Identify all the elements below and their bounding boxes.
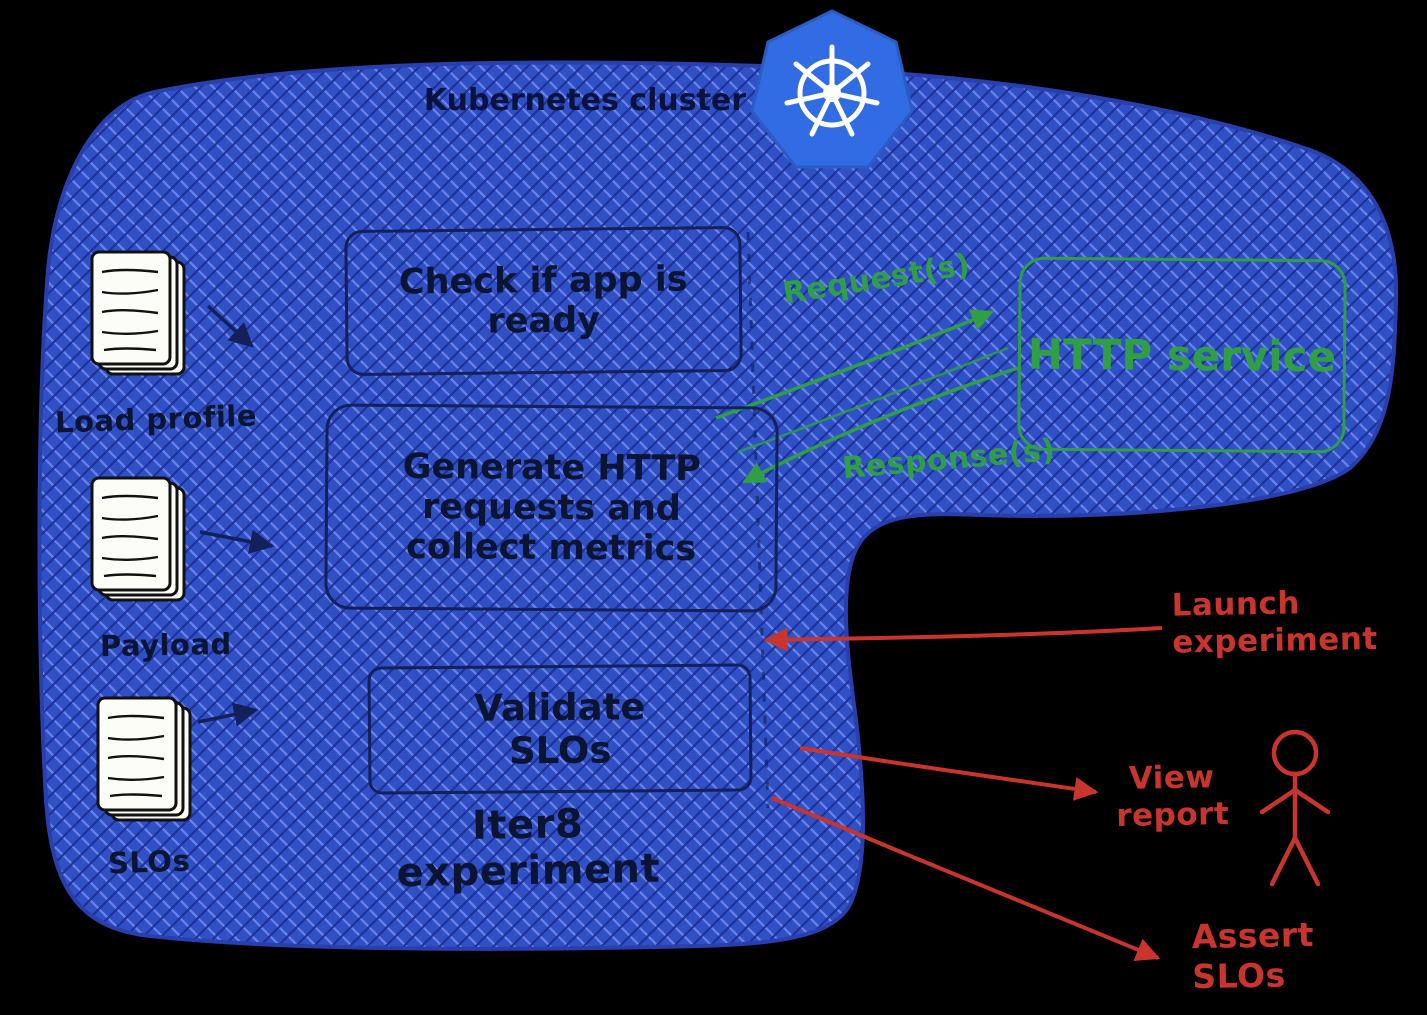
person-icon (1259, 729, 1331, 887)
task-box-check-ready: Check if app is ready (344, 225, 743, 377)
task-box-generate-requests-label: Generate HTTP requests and collect metri… (402, 446, 701, 570)
experiment-label: Iter8 experiment (396, 801, 661, 897)
task-box-generate-requests: Generate HTTP requests and collect metri… (324, 403, 779, 613)
task-box-check-ready-label: Check if app is ready (398, 259, 688, 342)
cluster-separator (746, 231, 770, 809)
slos-doc-icon (96, 696, 192, 822)
assert-slos-label: Assert SLOs (1191, 915, 1315, 996)
request-arrow (715, 309, 995, 420)
payload-doc-icon (90, 476, 186, 602)
view-report-label: View report (1116, 759, 1230, 835)
slos-arrow (197, 702, 259, 727)
cluster-title: Kubernetes cluster (424, 83, 746, 118)
launch-experiment-arrow (763, 626, 1163, 652)
payload-label: Payload (99, 626, 233, 664)
load-profile-label: Load profile (54, 398, 258, 440)
response-arrow (741, 366, 1019, 484)
cluster-shape (37, 60, 1399, 951)
view-report-arrow (799, 746, 1099, 801)
launch-experiment-label: Launch experiment (1171, 585, 1378, 661)
kubernetes-logo-icon (750, 9, 914, 169)
request-arrow-2 (737, 346, 1009, 454)
payload-arrow (199, 529, 275, 554)
slos-label: SLOs (107, 843, 191, 881)
load-profile-arrow (206, 304, 254, 348)
task-box-validate-slos-label: Validate SLOs (474, 685, 646, 773)
assert-slos-arrow (771, 796, 1161, 961)
http-service-label: HTTP service (1027, 329, 1337, 381)
http-service-box: HTTP service (1017, 256, 1347, 454)
task-box-validate-slos: Validate SLOs (367, 663, 753, 795)
load-profile-doc-icon (90, 250, 186, 376)
